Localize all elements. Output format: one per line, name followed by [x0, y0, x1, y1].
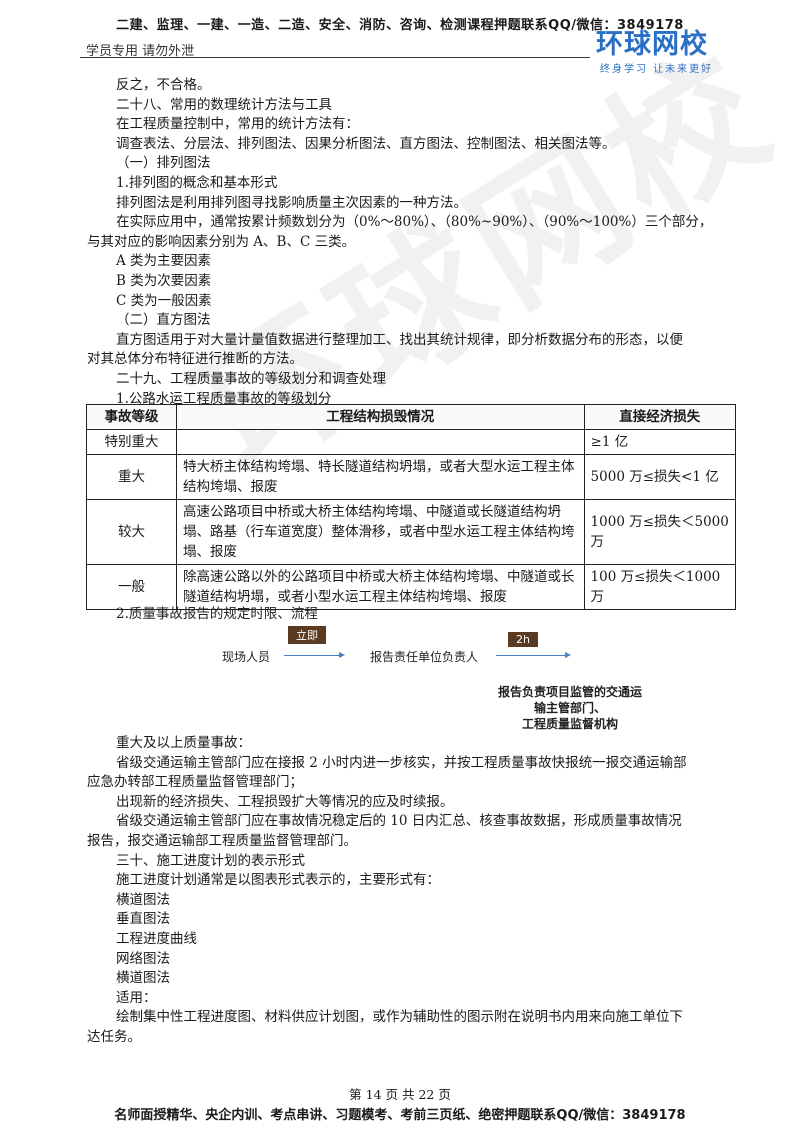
flow-node-authorities: 报告负责项目监管的交通运 输主管部门、 工程质量监督机构	[470, 684, 670, 732]
flow-title: 2.质量事故报告的规定时限、流程	[116, 606, 318, 622]
document-body-continued: 重大及以上质量事故： 省级交通运输主管部门应在接报 2 小时内进一步核实，并按工…	[87, 734, 736, 1048]
column-header: 直接经济损失	[583, 404, 737, 430]
section-heading: 二十九、工程质量事故的等级划分和调查处理	[116, 370, 386, 387]
paragraph: 在实际应用中，通常按累计频数划分为（0%～80%）、（80%~90%）、（90%…	[116, 214, 713, 231]
paragraph: 反之，不合格。	[116, 77, 211, 93]
description-cell: 高速公路项目中桥或大桥主体结构垮塌、中隧道或长隧道结构坍塌、路基（行车道宽度）整…	[176, 499, 585, 565]
subsection-heading: （一）排列图法	[116, 155, 211, 172]
paragraph: 1.排列图的概念和基本形式	[116, 174, 278, 191]
list-item: 横道图法	[116, 970, 170, 987]
paragraph: 对其总体分布特征进行推断的方法。	[87, 351, 303, 368]
flow-box-line: 工程质量监督机构	[521, 717, 618, 731]
flow-box-line: 输主管部门、	[533, 701, 606, 715]
paragraph: 达任务。	[87, 1028, 141, 1045]
list-item: 工程进度曲线	[116, 930, 197, 947]
paragraph: 出现新的经济损失、工程损毁扩大等情况的应及时续报。	[116, 793, 454, 810]
level-cell: 一般	[85, 564, 178, 610]
page-number: 第 14 页 共 22 页	[349, 1087, 451, 1102]
loss-cell: 5000 万≤损失<1 亿	[583, 454, 737, 500]
paragraph: 与其对应的影响因素分别为 A、B、C 三类。	[87, 233, 356, 250]
flow-arrow-icon	[284, 652, 345, 658]
list-item: C 类为一般因素	[116, 292, 212, 309]
column-header: 工程结构损毁情况	[176, 404, 585, 430]
document-body: 反之，不合格。 二十八、常用的数理统计方法与工具 在工程质量控制中，常用的统计方…	[87, 76, 736, 409]
paragraph: 适用：	[116, 989, 157, 1006]
paragraph: 调查表法、分层法、排列图法、因果分析图法、直方图法、控制图法、相关图法等。	[116, 135, 616, 152]
flow-node-onsite-staff: 现场人员	[222, 650, 271, 664]
flow-tag-2h: 2h	[508, 632, 538, 647]
table-row: 重大 特大桥主体结构垮塌、特长隧道结构坍塌，或者大型水运工程主体结构垮塌、报废 …	[85, 454, 737, 500]
level-cell: 特别重大	[85, 429, 178, 455]
paragraph: 直方图适用于对大量计量值数据进行整理加工、找出其统计规律，即分析数据分布的形态，…	[116, 331, 683, 348]
list-item: 网络图法	[116, 950, 170, 967]
paragraph: 省级交通运输主管部门应在事故情况稳定后的 10 日内汇总、核查事故数据，形成质量…	[116, 813, 682, 830]
paragraph: 在工程质量控制中，常用的统计方法有：	[116, 116, 359, 133]
table-row: 一般 除高速公路以外的公路项目中桥或大桥主体结构垮塌、中隧道或长隧道结构坍塌，或…	[85, 564, 737, 610]
paragraph: 排列图法是利用排列图寻找影响质量主次因素的一种方法。	[116, 194, 467, 211]
description-cell: 除高速公路以外的公路项目中桥或大桥主体结构垮塌、中隧道或长隧道结构坍塌，或者小型…	[176, 564, 585, 610]
loss-cell: ≥1 亿	[583, 429, 737, 455]
flow-arrow-icon	[496, 652, 571, 658]
flow-box-line: 报告负责项目监管的交通运	[497, 685, 642, 699]
accident-grade-table: 事故等级 工程结构损毁情况 直接经济损失 特别重大 ≥1 亿 重大 特大桥主体结…	[85, 404, 737, 610]
footer-contact-banner: 名师面授精华、央企内训、考点串讲、习题模考、考前三页纸、绝密押题联系QQ/微信：…	[114, 1108, 686, 1123]
paragraph: 应急办转部工程质量监督管理部门；	[87, 774, 303, 791]
section-heading: 三十、施工进度计划的表示形式	[116, 852, 305, 869]
paragraph: 报告，报交通运输部工程质量监督管理部门。	[87, 832, 357, 849]
paragraph: 施工进度计划通常是以图表形式表示的，主要形式有：	[116, 872, 440, 889]
subsection-heading: （二）直方图法	[116, 312, 211, 329]
section-heading: 二十八、常用的数理统计方法与工具	[116, 96, 332, 113]
level-cell: 较大	[85, 499, 178, 565]
description-cell: 特大桥主体结构垮塌、特长隧道结构坍塌，或者大型水运工程主体结构垮塌、报废	[176, 454, 585, 500]
flow-node-unit-leader: 报告责任单位负责人	[370, 650, 479, 664]
top-contact-banner: 二建、监理、一建、一造、二造、安全、消防、咨询、检测课程押题联系QQ/微信：38…	[116, 18, 684, 33]
header-divider	[80, 57, 590, 58]
level-cell: 重大	[85, 454, 178, 500]
header-note: 学员专用 请勿外泄	[86, 44, 195, 59]
table-header-row: 事故等级 工程结构损毁情况 直接经济损失	[85, 404, 737, 430]
list-item: 垂直图法	[116, 911, 170, 928]
paragraph: 绘制集中性工程进度图、材料供应计划图，或作为辅助性的图示附在说明书内用来向施工单…	[116, 1009, 683, 1026]
brand-logo: 环球网校 终身学习 让未来更好	[596, 29, 736, 76]
column-header: 事故等级	[85, 404, 178, 430]
paragraph: 省级交通运输主管部门应在接报 2 小时内进一步核实，并按工程质量事故快报统一报交…	[116, 754, 687, 771]
loss-cell: 1000 万≤损失＜5000 万	[583, 499, 737, 565]
table-row: 较大 高速公路项目中桥或大桥主体结构垮塌、中隧道或长隧道结构坍塌、路基（行车道宽…	[85, 499, 737, 565]
loss-cell: 100 万≤损失＜1000 万	[583, 564, 737, 610]
list-item: B 类为次要因素	[116, 272, 212, 289]
logo-title: 环球网校	[596, 29, 708, 60]
table-row: 特别重大 ≥1 亿	[85, 429, 737, 455]
paragraph: 重大及以上质量事故：	[116, 735, 251, 751]
report-flow-diagram: 2.质量事故报告的规定时限、流程 立即 现场人员 报告责任单位负责人 2h 报告…	[0, 606, 800, 732]
list-item: 横道图法	[116, 891, 170, 908]
paragraph: 1.公路水运工程质量事故的等级划分	[116, 390, 332, 407]
description-cell	[176, 429, 585, 455]
logo-slogan: 终身学习 让未来更好	[600, 64, 714, 75]
flow-tag-immediate: 立即	[288, 626, 326, 644]
list-item: A 类为主要因素	[116, 253, 212, 270]
